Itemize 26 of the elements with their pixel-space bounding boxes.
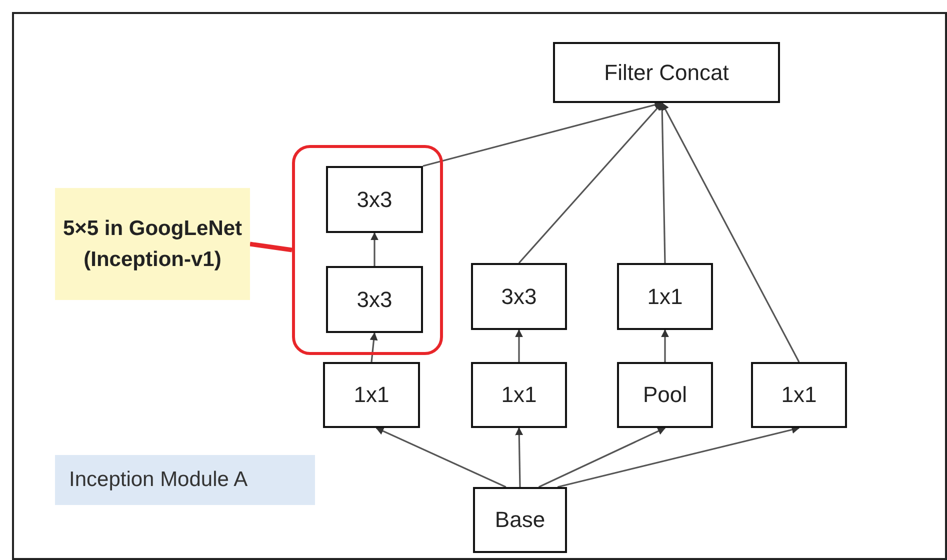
arrow: [557, 426, 800, 488]
process-box: Pool: [617, 362, 713, 428]
module-label: Inception Module A: [55, 455, 315, 505]
arrow: [422, 100, 663, 167]
arrow: [538, 427, 666, 488]
process-box: 1x1: [471, 362, 567, 428]
arrow: [658, 102, 666, 264]
process-box: 3x3: [326, 166, 423, 233]
arrow: [661, 102, 800, 362]
process-box: 1x1: [617, 263, 713, 330]
connector-line: [250, 242, 292, 252]
arrow: [518, 102, 663, 264]
process-box: 3x3: [471, 263, 567, 330]
arrow: [515, 329, 523, 362]
process-box: Base: [473, 487, 567, 553]
group-outline: [292, 145, 443, 355]
arrow: [370, 332, 378, 362]
process-box: Filter Concat: [553, 42, 780, 103]
arrow: [515, 427, 524, 488]
arrow: [370, 232, 378, 266]
process-box: 1x1: [751, 362, 847, 428]
arrow: [376, 427, 506, 488]
process-box: 1x1: [323, 362, 420, 428]
note-label: 5×5 in GoogLeNet (Inception-v1): [55, 188, 250, 300]
arrow: [661, 329, 669, 362]
process-box: 3x3: [326, 266, 423, 333]
